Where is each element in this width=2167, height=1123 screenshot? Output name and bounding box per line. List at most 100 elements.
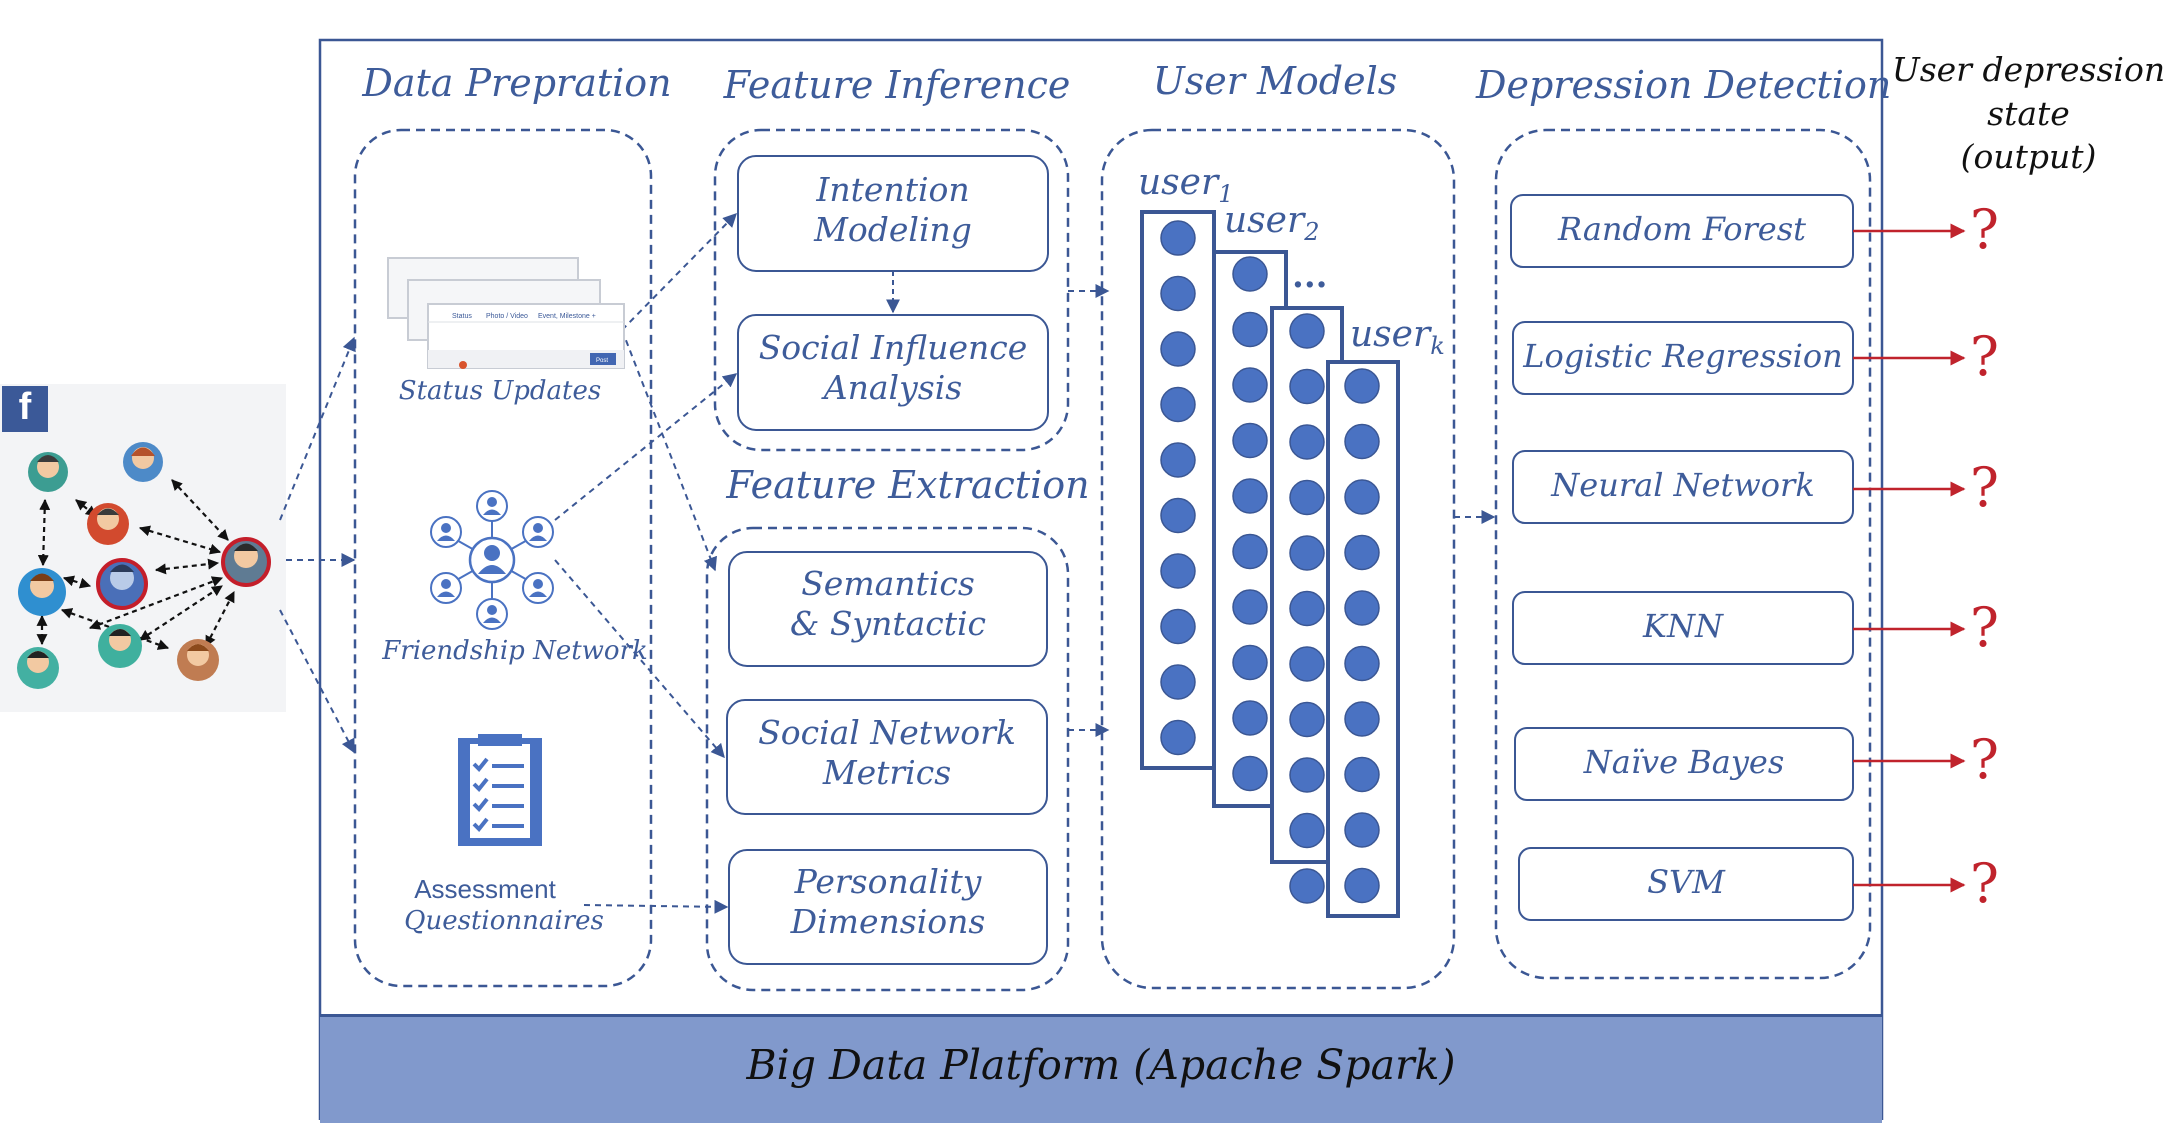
data-preparation-container xyxy=(353,128,653,988)
personality-line1: Personality xyxy=(794,862,982,901)
avatar-icon xyxy=(221,537,271,587)
cursor-icon xyxy=(459,361,467,369)
user-model-node xyxy=(1289,535,1325,571)
output-caption: User depression state (output) xyxy=(1890,48,2167,179)
semantics-line2: & Syntactic xyxy=(789,604,987,644)
neural-network-label: Neural Network xyxy=(1551,466,1815,504)
neural-network-box xyxy=(1512,450,1854,524)
depression-detection-title: Depression Detection xyxy=(1476,63,1892,107)
output-question-mark: ? xyxy=(1970,198,1999,261)
output-question-mark: ? xyxy=(1970,852,1999,915)
social-network-metrics-text: Social Network Metrics xyxy=(727,713,1047,794)
social-graph-edges xyxy=(36,479,235,650)
user-model-node xyxy=(1289,368,1325,405)
user-model-node xyxy=(1289,701,1325,738)
output-question-mark: ? xyxy=(1970,456,1999,519)
user-model-node xyxy=(1232,256,1268,292)
system-frame xyxy=(318,38,1884,1120)
output-question-mark: ? xyxy=(1970,728,1999,791)
friendship-network-label: Friendship Network xyxy=(382,636,648,666)
user-model-node xyxy=(1289,313,1325,349)
social-influence-line1: Social Influence xyxy=(758,328,1028,367)
knn-label: KNN xyxy=(1643,607,1723,645)
user-model-node xyxy=(1232,589,1268,625)
user-model-node xyxy=(1344,701,1380,737)
user-model-node xyxy=(1232,422,1268,459)
user-model-node xyxy=(1160,608,1196,645)
social-influence-text: Social Influence Analysis xyxy=(738,328,1048,409)
feature-inference-title: Feature Inference xyxy=(723,63,1071,107)
status-tab-3: Event, Milestone + xyxy=(538,313,596,320)
intention-modeling-text: Intention Modeling xyxy=(738,170,1048,251)
model-output-arrows xyxy=(1853,223,1966,893)
person-avatars xyxy=(17,442,271,689)
sn-metrics-line1: Social Network xyxy=(758,713,1016,752)
facebook-logo-icon xyxy=(2,386,48,432)
user-models-title: User Models xyxy=(1152,59,1398,103)
user-model-node xyxy=(1160,442,1196,478)
personality-dimensions-box xyxy=(728,849,1048,965)
facebook-logo-letter: f xyxy=(18,386,32,428)
random-forest-label: Random Forest xyxy=(1557,210,1806,248)
platform-label: Big Data Platform (Apache Spark) xyxy=(746,1041,1456,1089)
svg-text:Post: Post xyxy=(596,358,608,364)
user-model-node xyxy=(1344,534,1380,571)
friendship-network-icon xyxy=(430,490,554,630)
source-flows xyxy=(279,336,356,754)
output-line3: (output) xyxy=(1960,137,2097,177)
user-model-node xyxy=(1232,367,1268,403)
feature-extraction-title: Feature Extraction xyxy=(726,463,1090,507)
user-model-node xyxy=(1160,331,1196,367)
avatar-icon xyxy=(28,452,68,492)
social-influence-line2: Analysis xyxy=(823,368,963,408)
status-tab-1: Status xyxy=(452,313,472,320)
status-tab-2: Photo / Video xyxy=(486,313,528,320)
status-updates-label: Status Updates xyxy=(398,376,602,406)
user-model-node xyxy=(1289,424,1325,460)
user-model-node xyxy=(1289,646,1325,682)
assessment-label: Assessment xyxy=(414,874,556,904)
avatar-icon xyxy=(87,503,129,545)
avatar-icon xyxy=(96,558,148,610)
user-2-label: user2 xyxy=(1224,200,1320,247)
intention-modeling-line1: Intention xyxy=(816,170,970,209)
personality-dimensions-text: Personality Dimensions xyxy=(729,862,1047,943)
questionnaire-icon xyxy=(458,734,542,846)
user-model-node xyxy=(1232,533,1268,570)
user-model-node xyxy=(1160,220,1196,256)
depression-detection-container xyxy=(1494,128,1872,980)
output-question-mark: ? xyxy=(1970,596,1999,659)
avatar-icon xyxy=(17,647,59,689)
user-model-node xyxy=(1160,497,1196,534)
user-model-node xyxy=(1289,868,1325,904)
user-model-node xyxy=(1232,755,1268,792)
avatar-icon xyxy=(123,442,163,482)
user-model-node xyxy=(1344,645,1380,682)
output-question-mark: ? xyxy=(1970,325,1999,388)
user-model-node xyxy=(1344,479,1380,515)
logistic-regression-label: Logistic Regression xyxy=(1523,337,1843,375)
user-model-node xyxy=(1289,757,1325,793)
personality-line2: Dimensions xyxy=(790,902,986,942)
feature-inference-container xyxy=(713,128,1070,452)
output-line2: state xyxy=(1987,93,2070,133)
user-model-stacks xyxy=(1140,210,1400,918)
naive-bayes-label: Naïve Bayes xyxy=(1583,743,1785,781)
semantics-syntactic-box xyxy=(728,551,1048,667)
user-model-node xyxy=(1344,368,1380,404)
user-model-node xyxy=(1344,756,1380,793)
user-model-node xyxy=(1344,867,1380,904)
user-model-node xyxy=(1344,812,1380,848)
avatar-icon xyxy=(177,639,219,681)
social-influence-box xyxy=(737,314,1049,431)
status-post-button xyxy=(590,353,616,365)
user-k-label: userk xyxy=(1350,314,1445,361)
stage-flows xyxy=(554,213,1496,914)
social-network-metrics-box xyxy=(726,699,1048,815)
avatar-icon xyxy=(18,568,66,616)
semantics-line1: Semantics xyxy=(801,564,975,603)
sn-metrics-line2: Metrics xyxy=(822,753,952,793)
user-model-node xyxy=(1160,386,1196,423)
user-model-node xyxy=(1289,590,1325,627)
